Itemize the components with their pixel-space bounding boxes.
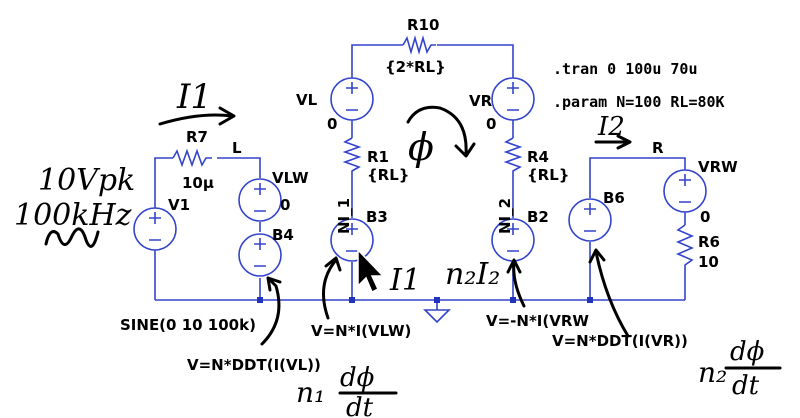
net-label-ni1: NI_1 [335, 198, 353, 234]
ink-sine-wave [44, 227, 100, 248]
resistor-r4[interactable] [503, 137, 523, 180]
resistor-r1[interactable] [342, 137, 362, 180]
b2-expression: V=-N*I(VRW [486, 312, 589, 330]
source-b4[interactable] [238, 233, 282, 277]
ink-flux-loop-arrow [406, 105, 476, 158]
ink-n1-dt: dt [346, 393, 374, 418]
b4-expression: V=N*DDT(I(VL)) [187, 356, 321, 374]
b3-expression: V=N*I(VLW) [311, 322, 411, 340]
tran-directive[interactable]: .tran 0 100u 70u [553, 60, 698, 78]
b4-name: B4 [272, 226, 294, 244]
source-vlw[interactable] [238, 178, 282, 222]
b6-name: B6 [603, 189, 625, 207]
ink-i1-top: I1 [176, 77, 212, 117]
resistor-r7[interactable] [172, 148, 212, 168]
source-vrw[interactable] [663, 169, 707, 213]
r6-name: R6 [698, 233, 720, 251]
r10-name: R10 [407, 16, 439, 34]
r10-value: {2*RL} [385, 58, 446, 76]
resistor-r6[interactable] [675, 224, 695, 272]
ink-n2-dphi: dϕ [730, 337, 765, 367]
ink-arrow-b2 [506, 258, 526, 308]
ink-n2i2: n₂I₂ [445, 257, 500, 292]
vrw-name: VRW [698, 158, 738, 176]
r4-value: {RL} [527, 166, 569, 184]
ink-arrow-i1 [158, 106, 236, 126]
r1-name: R1 [367, 148, 389, 166]
ink-i1-mid: I1 [389, 263, 421, 298]
wires [154, 44, 686, 310]
source-vl[interactable] [330, 77, 374, 121]
vl-name: VL [296, 91, 318, 109]
b2-name: B2 [527, 208, 549, 226]
ink-n2-dt: dt [732, 371, 760, 401]
b6-expression: V=N*DDT(I(VR)) [552, 332, 688, 350]
vlw-name: VLW [272, 169, 309, 187]
ink-arrow-b6 [588, 248, 630, 338]
ink-arrow-b4 [260, 276, 282, 346]
handwritten-annotations: I1 I2 10Vpk 100kHz ϕ I1 n₂I₂ n₁ dϕ dt n₂… [14, 77, 782, 418]
ink-source-amplitude: 10Vpk [38, 163, 135, 198]
resistor-r10[interactable] [402, 35, 436, 55]
net-label-r: R [652, 139, 664, 157]
vlw-value: 0 [280, 196, 290, 214]
ink-arrow-i2 [594, 134, 632, 150]
source-b6[interactable] [568, 198, 612, 242]
ink-n1: n₁ [296, 376, 325, 409]
param-directive[interactable]: .param N=100 RL=80K [553, 93, 725, 111]
source-b3[interactable] [330, 218, 374, 262]
b3-name: B3 [366, 208, 388, 226]
ink-flux-symbol: ϕ [408, 125, 434, 169]
junction-nodes [257, 297, 593, 303]
ground-symbol[interactable] [423, 309, 451, 324]
vrw-value: 0 [700, 208, 710, 226]
source-v1[interactable] [133, 207, 177, 251]
r4-name: R4 [527, 148, 549, 166]
r7-value: 10µ [182, 174, 214, 192]
v1-name: V1 [168, 196, 190, 214]
net-label-ni2: NI_2 [496, 198, 514, 234]
ink-n1-dphi: dϕ [340, 363, 375, 393]
vr-name: VR [469, 92, 493, 110]
source-vr[interactable] [491, 77, 535, 121]
ink-n2: n₂ [698, 356, 727, 389]
net-label-l: L [232, 139, 242, 157]
ink-source-frequency: 100kHz [14, 198, 132, 233]
mouse-pointer-icon [357, 248, 385, 294]
ink-arrow-b3 [322, 256, 342, 320]
vl-value: 0 [327, 115, 337, 133]
v1-value: SINE(0 10 100k) [120, 316, 256, 334]
r1-value: {RL} [367, 166, 409, 184]
vr-value: 0 [486, 115, 496, 133]
r6-value: 10 [698, 253, 719, 271]
r7-name: R7 [186, 128, 208, 146]
